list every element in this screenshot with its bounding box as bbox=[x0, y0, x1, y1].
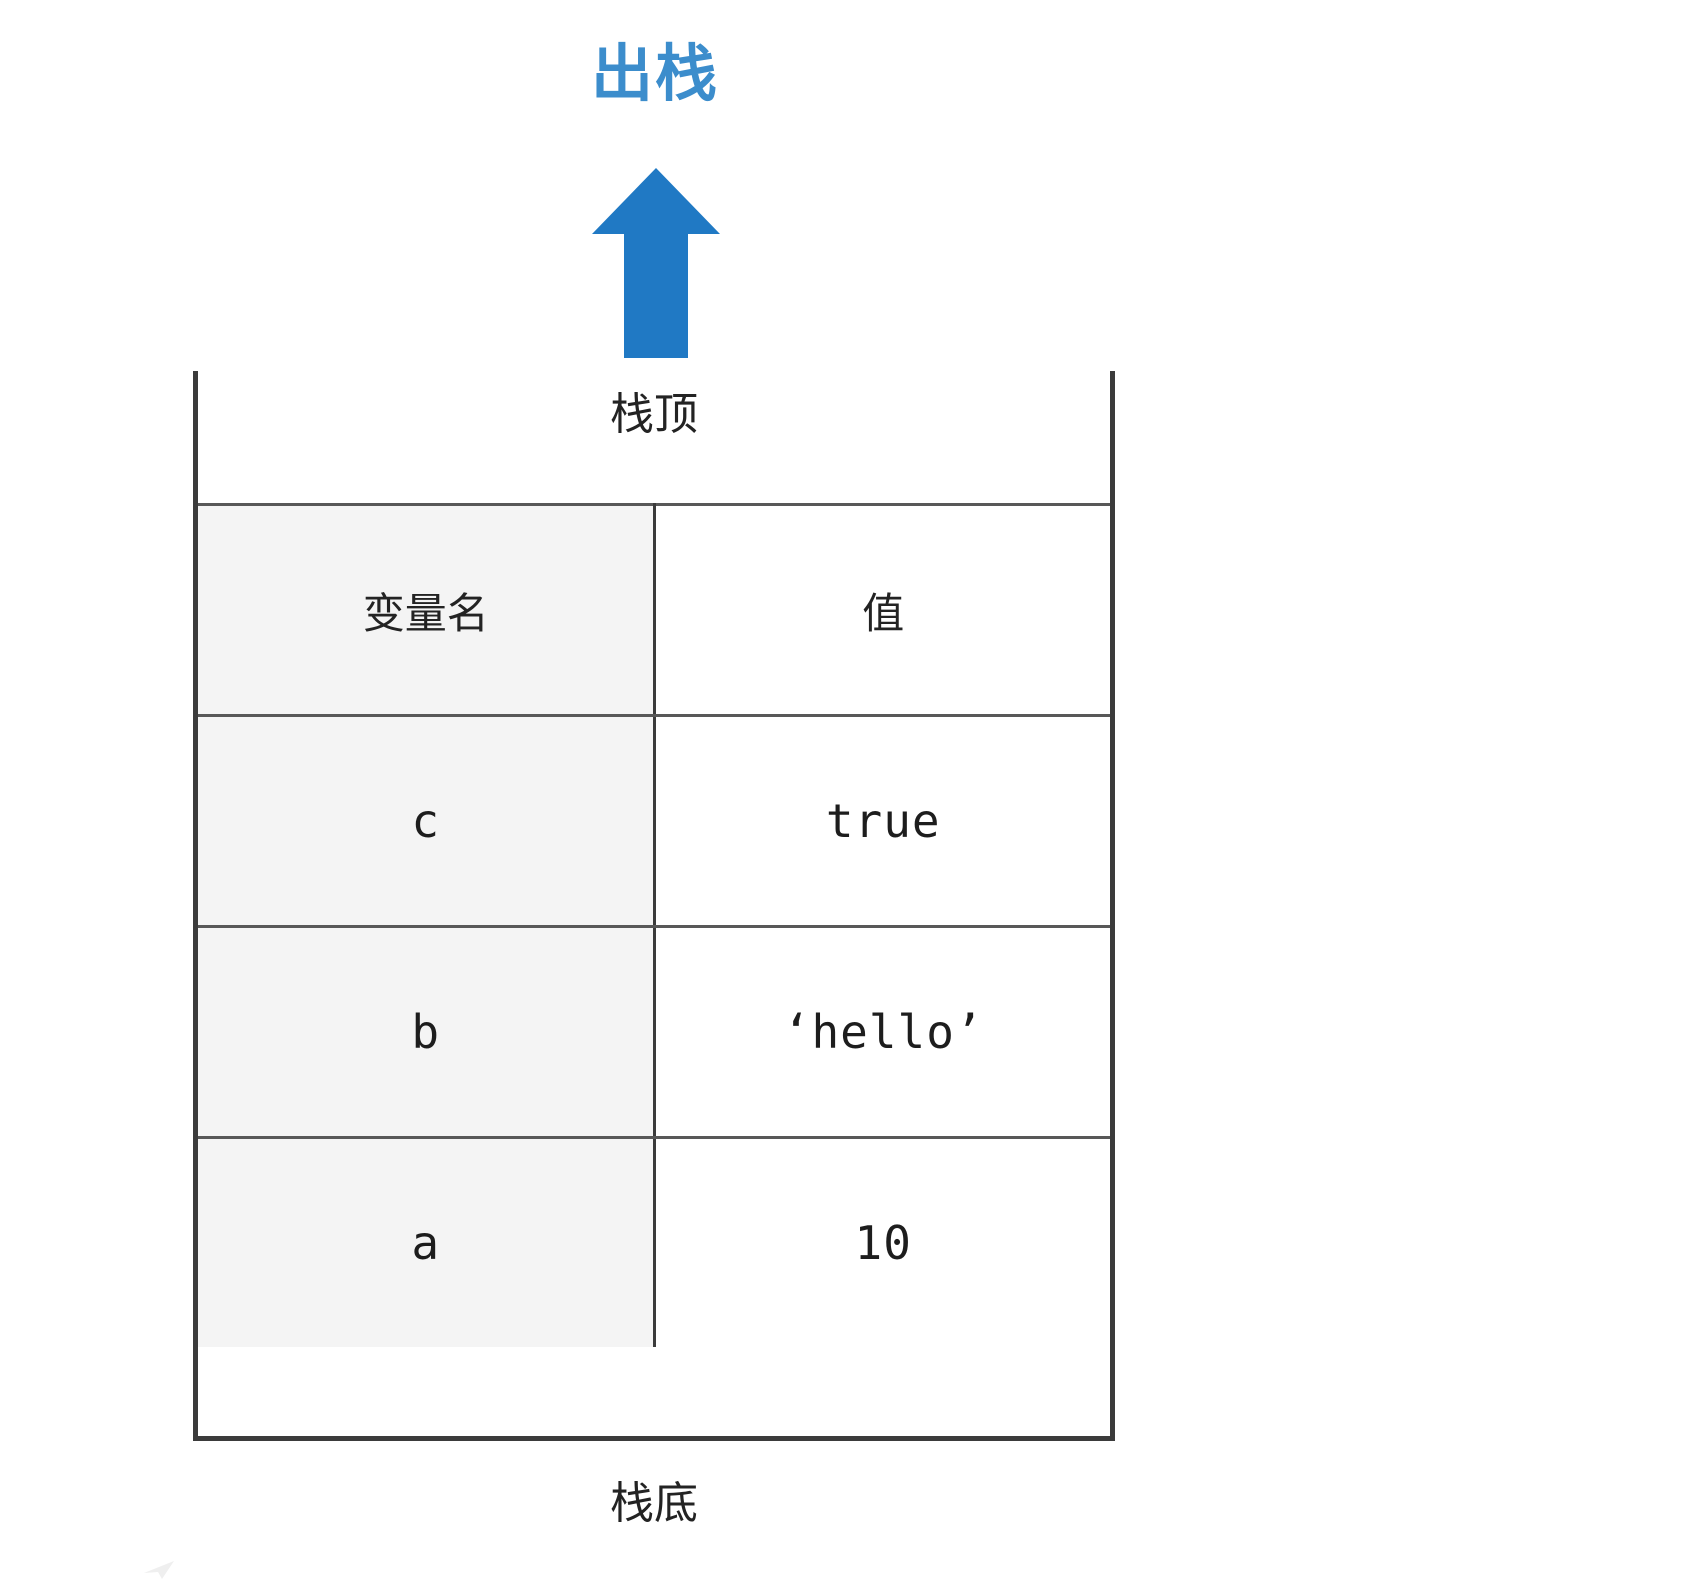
cell-variable-name: a bbox=[198, 1136, 657, 1347]
table-header-row: 变量名 值 bbox=[198, 503, 1110, 717]
variable-name-text: a bbox=[411, 1216, 441, 1270]
variable-name-text: c bbox=[411, 794, 441, 848]
stack-container: 栈顶 变量名 值 c true bbox=[193, 371, 1115, 1441]
stack-table: 变量名 值 c true b ‘hello’ bbox=[198, 503, 1110, 1347]
stack-top-label: 栈顶 bbox=[610, 390, 698, 439]
header-cell-value: 值 bbox=[654, 503, 1110, 717]
table-row: b ‘hello’ bbox=[198, 925, 1110, 1139]
cell-value: true bbox=[654, 714, 1110, 928]
variable-value-text: 10 bbox=[854, 1216, 912, 1270]
up-arrow-icon bbox=[592, 168, 720, 358]
cell-variable-name: b bbox=[198, 925, 657, 1139]
table-row: c true bbox=[198, 714, 1110, 928]
variable-name-text: b bbox=[411, 1005, 441, 1059]
variable-value-text: ‘hello’ bbox=[782, 1005, 984, 1059]
cursor-arrow-icon bbox=[144, 1561, 174, 1579]
header-label-value: 值 bbox=[862, 589, 905, 637]
stack-bottom-label: 栈底 bbox=[610, 1479, 698, 1528]
page-title-pop: 出栈 bbox=[590, 40, 719, 109]
header-label-variable-name: 变量名 bbox=[362, 589, 489, 637]
cell-variable-name: c bbox=[198, 714, 657, 928]
table-row: a 10 bbox=[198, 1136, 1110, 1347]
header-cell-variable-name: 变量名 bbox=[198, 503, 657, 717]
cell-value: ‘hello’ bbox=[654, 925, 1110, 1139]
variable-value-text: true bbox=[825, 794, 941, 848]
cell-value: 10 bbox=[654, 1136, 1110, 1347]
